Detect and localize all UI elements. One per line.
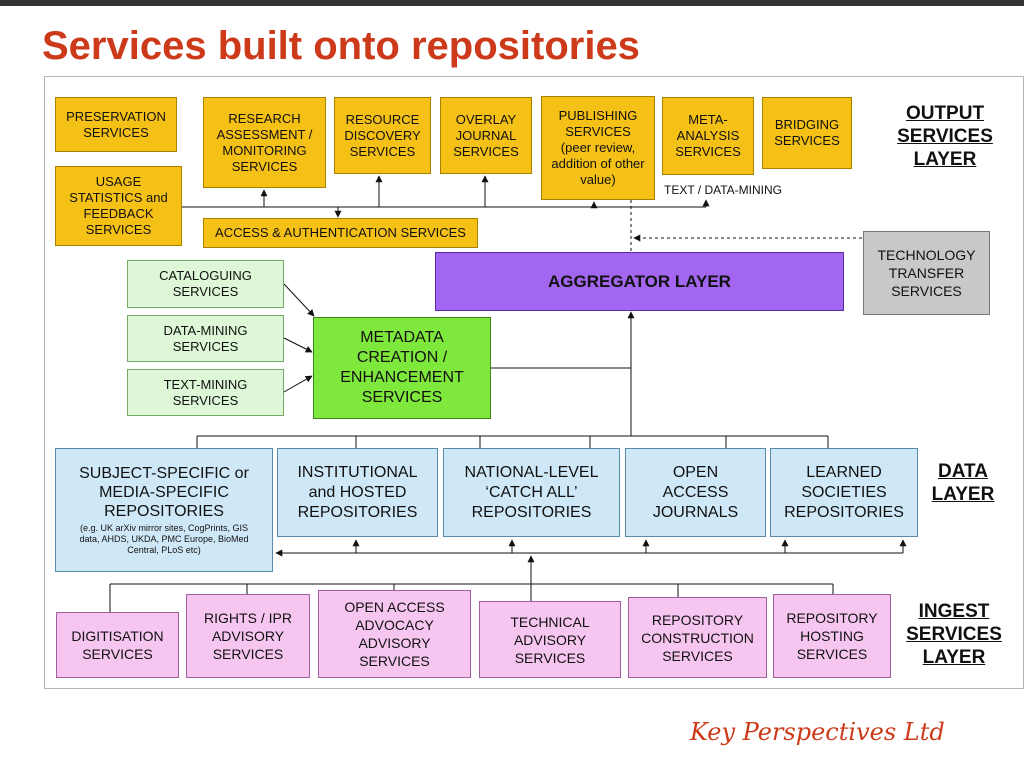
top-bar <box>0 0 1024 6</box>
usage-statistics-services-box: USAGE STATISTICS and FEEDBACK SERVICES <box>55 166 182 246</box>
repository-hosting-services-box: REPOSITORY HOSTING SERVICES <box>773 594 891 678</box>
subject-specific-repositories-box: SUBJECT-SPECIFIC or MEDIA-SPECIFIC REPOS… <box>55 448 273 572</box>
subject-specific-examples-note: (e.g. UK arXiv mirror sites, CogPrints, … <box>79 523 249 555</box>
repository-construction-services-box: REPOSITORY CONSTRUCTION SERVICES <box>628 597 767 678</box>
open-access-advocacy-services-box: OPEN ACCESS ADVOCACY ADVISORY SERVICES <box>318 590 471 678</box>
page-title: Services built onto repositories <box>42 24 640 68</box>
data-layer-label: DATA LAYER <box>931 461 995 505</box>
aggregator-layer-box: AGGREGATOR LAYER <box>435 252 844 311</box>
meta-analysis-services-box: META- ANALYSIS SERVICES <box>662 97 754 175</box>
text-data-mining-note: TEXT / DATA-MINING <box>664 183 783 197</box>
technical-advisory-services-box: TECHNICAL ADVISORY SERVICES <box>479 601 621 678</box>
technology-transfer-services-box: TECHNOLOGY TRANSFER SERVICES <box>863 231 990 315</box>
overlay-journal-services-box: OVERLAY JOURNAL SERVICES <box>440 97 532 174</box>
rights-ipr-advisory-services-box: RIGHTS / IPR ADVISORY SERVICES <box>186 594 310 678</box>
ingest-services-layer-label: INGEST SERVICES LAYER <box>906 601 1002 668</box>
publishing-services-box: PUBLISHING SERVICES (peer review, additi… <box>541 96 655 200</box>
footer-company-name: Key Perspectives Ltd <box>690 718 945 746</box>
data-mining-services-box: DATA-MINING SERVICES <box>127 315 284 362</box>
cataloguing-services-box: CATALOGUING SERVICES <box>127 260 284 308</box>
bridging-services-box: BRIDGING SERVICES <box>762 97 852 169</box>
open-access-journals-box: OPEN ACCESS JOURNALS <box>625 448 766 537</box>
metadata-creation-services-box: METADATA CREATION / ENHANCEMENT SERVICES <box>313 317 491 419</box>
research-assessment-services-box: RESEARCH ASSESSMENT / MONITORING SERVICE… <box>203 97 326 188</box>
access-authentication-services-box: ACCESS & AUTHENTICATION SERVICES <box>203 218 478 248</box>
national-level-repositories-box: NATIONAL-LEVEL ‘CATCH ALL’ REPOSITORIES <box>443 448 620 537</box>
digitisation-services-box: DIGITISATION SERVICES <box>56 612 179 678</box>
text-mining-services-box: TEXT-MINING SERVICES <box>127 369 284 416</box>
preservation-services-box: PRESERVATION SERVICES <box>55 97 177 152</box>
resource-discovery-services-box: RESOURCE DISCOVERY SERVICES <box>334 97 431 174</box>
institutional-repositories-box: INSTITUTIONAL and HOSTED REPOSITORIES <box>277 448 438 537</box>
learned-societies-repositories-box: LEARNED SOCIETIES REPOSITORIES <box>770 448 918 537</box>
output-services-layer-label: OUTPUT SERVICES LAYER <box>897 103 993 170</box>
